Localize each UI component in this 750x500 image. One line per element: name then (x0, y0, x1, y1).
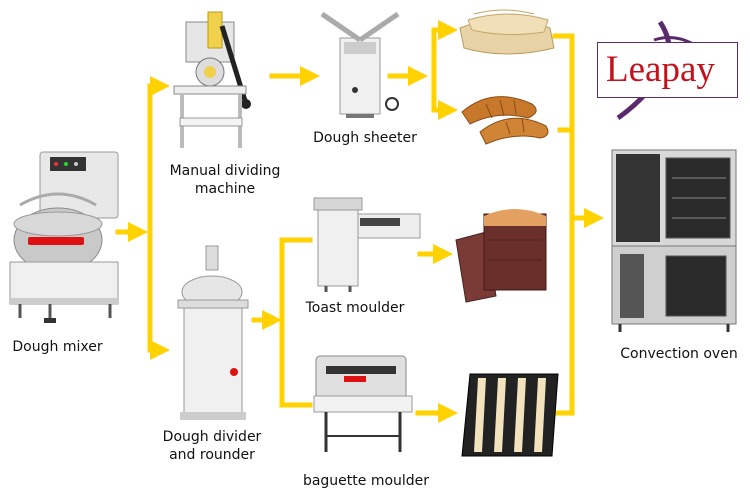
brand-logo-text: Leapay (606, 49, 715, 90)
label-manual-dividing-line2: machine (194, 181, 256, 197)
label-toast-moulder: Toast moulder (305, 300, 405, 316)
toast-moulder-icon (313, 197, 421, 292)
label-dough-mixer: Dough mixer (12, 339, 103, 355)
puff-pastry-icon (459, 9, 555, 55)
toast-bread-pans-icon (455, 209, 547, 303)
convection-oven-icon (611, 149, 737, 332)
baguette-tray-icon (461, 373, 559, 457)
label-convection-oven: Convection oven (620, 346, 738, 362)
flow-connectors (115, 20, 604, 423)
label-dough-sheeter: Dough sheeter (313, 130, 417, 146)
label-baguette-moulder: baguette moulder (302, 473, 430, 489)
label-manual-dividing-line1: Manual dividing (169, 163, 281, 179)
dough-divider-rounder-icon (177, 245, 249, 420)
logo-box (597, 42, 738, 98)
dough-mixer-icon (9, 151, 119, 323)
croissants-icon (461, 96, 549, 145)
label-dough-divider-line1: Dough divider (162, 429, 262, 445)
baguette-moulder-icon (313, 355, 413, 452)
label-dough-divider-line2: and rounder (169, 447, 255, 463)
manual-dividing-machine-icon (173, 11, 251, 148)
dough-sheeter-icon (320, 11, 400, 118)
